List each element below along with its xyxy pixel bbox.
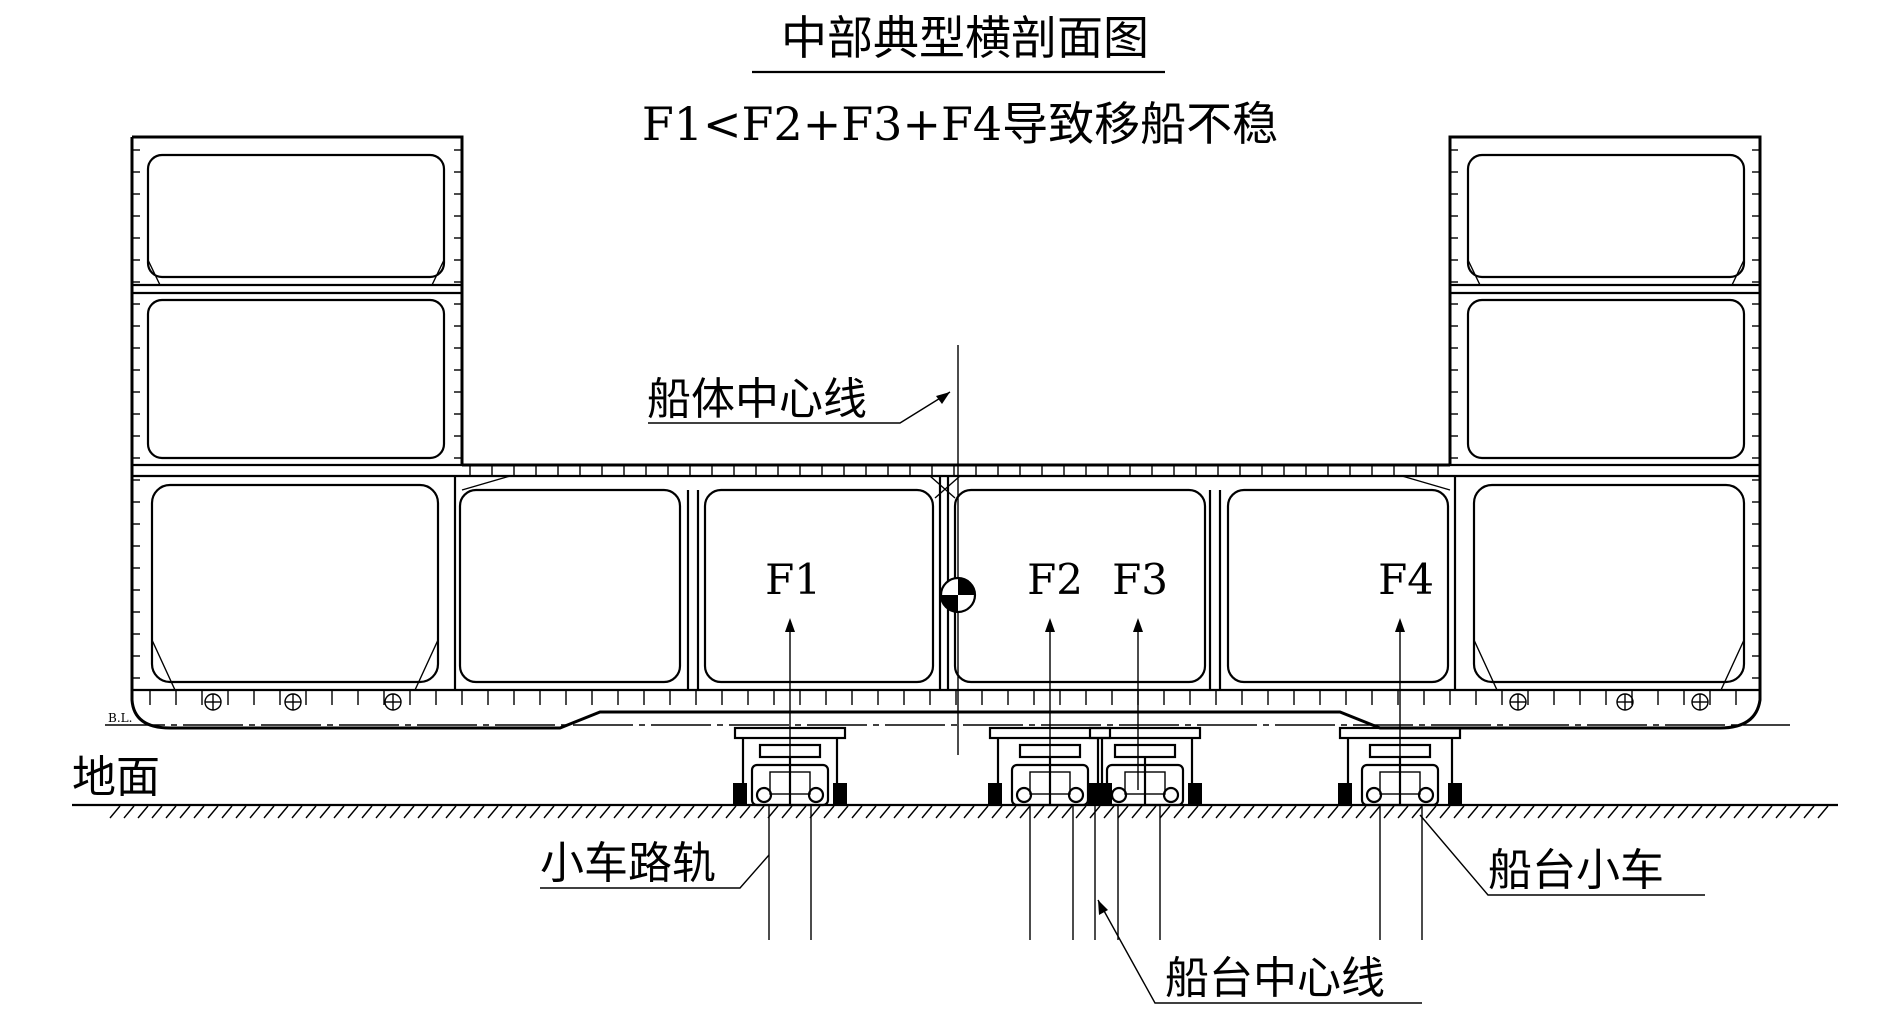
hull-centerline-label: 船体中心线 xyxy=(647,374,867,425)
berth-trolleys xyxy=(733,726,1462,807)
berth-centerline-label: 船台中心线 xyxy=(1165,953,1385,1004)
center-of-gravity-icon xyxy=(939,576,977,614)
diagram-title: 中部典型横剖面图 xyxy=(781,11,1149,65)
diagram-subtitle: F1<F2+F3+F4导致移船不稳 xyxy=(642,97,1278,151)
force-arrows: F1 F2 F3 F4 xyxy=(765,555,1434,790)
force-f2: F2 xyxy=(1027,555,1083,790)
force-label: F2 xyxy=(1027,555,1083,604)
ground-label: 地面 xyxy=(72,752,160,803)
force-f1: F1 xyxy=(765,555,821,790)
hull-structure: B.L. xyxy=(105,135,1790,730)
ground-hatch xyxy=(109,805,1829,819)
baseline-label: B.L. xyxy=(108,711,132,725)
force-label: F3 xyxy=(1112,555,1168,604)
trolley-rail-label: 小车路轨 xyxy=(540,838,716,889)
force-f4: F4 xyxy=(1378,555,1434,790)
manhole-symbols xyxy=(204,693,1709,711)
trolley-rails xyxy=(768,805,1423,940)
force-label: F4 xyxy=(1378,555,1434,604)
force-f3: F3 xyxy=(1112,555,1168,790)
berth-trolley-label: 船台小车 xyxy=(1488,845,1664,896)
force-label: F1 xyxy=(765,555,821,604)
